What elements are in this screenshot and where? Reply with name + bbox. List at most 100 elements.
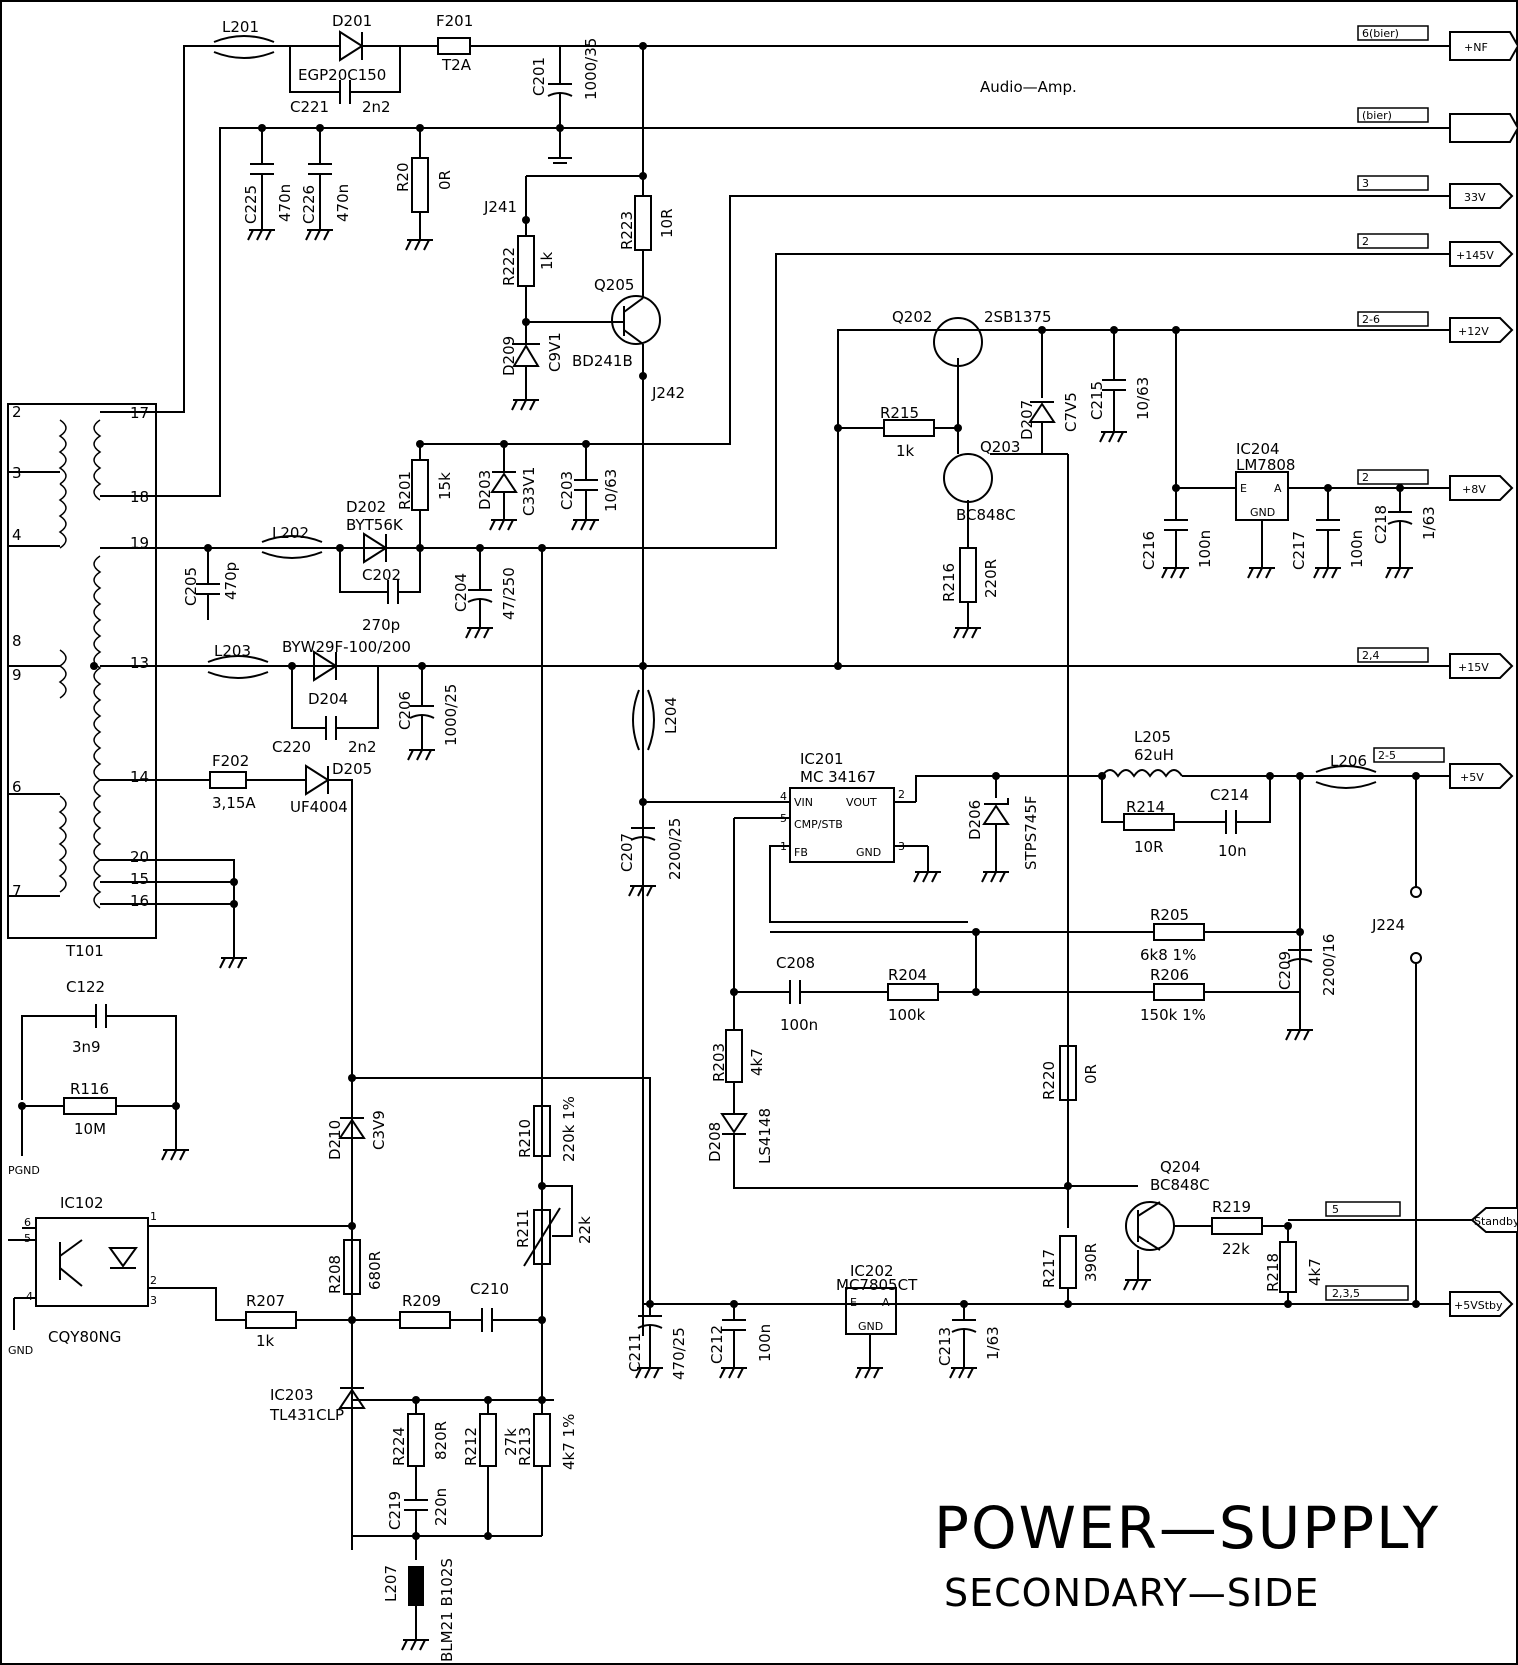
value-label: EGP20C150 — [298, 66, 386, 84]
ref-label: C206 — [396, 691, 414, 730]
bus-label: 2,4 — [1362, 649, 1380, 662]
bus-label: 5 — [1332, 1203, 1339, 1216]
ref-label: R216 — [940, 563, 958, 602]
output-nf — [1357, 25, 1518, 61]
output-label: +15V — [1458, 661, 1489, 674]
value-label: 100n — [1196, 530, 1214, 568]
ref-label: R201 — [396, 471, 414, 510]
pin-label: E — [1240, 482, 1247, 495]
value-label: 2n2 — [362, 98, 391, 116]
ref-label: R219 — [1212, 1198, 1251, 1216]
regulator-12v — [834, 317, 1392, 1180]
ref-label: R204 — [888, 966, 927, 984]
pin-label: 6 — [12, 778, 22, 796]
pin-label: VIN — [794, 796, 813, 809]
value-label: CQY80NG — [48, 1328, 121, 1346]
ref-label: D209 — [500, 336, 518, 376]
value-label: MC7805CT — [836, 1276, 918, 1294]
bus-label: 2,3,5 — [1332, 1287, 1360, 1300]
value-label: T2A — [441, 56, 472, 74]
standby-section — [643, 1045, 1456, 1308]
bus-label: 2 — [1362, 471, 1369, 484]
value-label: 47/250 — [500, 567, 518, 620]
value-label: 470p — [222, 562, 240, 600]
gnd-label: GND — [8, 1344, 33, 1357]
ref-label: C220 — [272, 738, 311, 756]
pin-label: 1 — [150, 1210, 157, 1223]
ref-label: J224 — [1371, 916, 1405, 934]
ref-label: C213 — [936, 1327, 954, 1366]
value-label: BYT56K — [346, 516, 404, 534]
ref-label: L203 — [214, 642, 251, 660]
output-33v — [1357, 175, 1514, 209]
pin-label: GND — [1250, 506, 1275, 519]
rail-145v — [156, 253, 1392, 1330]
ref-label: R224 — [390, 1427, 408, 1466]
value-label: 2n2 — [348, 738, 377, 756]
bus-label: 6(bier) — [1362, 27, 1399, 40]
ref-label: Q204 — [1160, 1158, 1200, 1176]
pin-label: 6 — [24, 1216, 31, 1229]
value-label: 100n — [756, 1324, 774, 1362]
rail-15v — [90, 650, 1392, 750]
value-label: 1000/25 — [442, 684, 460, 746]
ref-label: D201 — [332, 12, 372, 30]
value-label: 470n — [276, 184, 294, 222]
ground-symbol — [305, 229, 333, 241]
output-standby — [1325, 1201, 1518, 1233]
ref-label: D204 — [308, 690, 348, 708]
ref-label: R203 — [710, 1043, 728, 1082]
pin-label: 5 — [780, 812, 787, 825]
pin-label: 18 — [130, 488, 149, 506]
value-label: BD241B — [572, 352, 633, 370]
ground-symbols — [161, 229, 1413, 1651]
pin-label: A — [882, 1296, 890, 1309]
value-label: 3n9 — [72, 1038, 101, 1056]
ic201-section — [720, 765, 1422, 1304]
ref-label: IC102 — [60, 1194, 104, 1212]
value-label: 680R — [366, 1251, 384, 1290]
bus-label: 2-6 — [1362, 313, 1380, 326]
ref-label: C221 — [290, 98, 329, 116]
value-label: MC 34167 — [800, 768, 876, 786]
pin-label: 17 — [130, 404, 149, 422]
rail-2 — [156, 124, 1392, 497]
pin-label: 15 — [130, 870, 149, 888]
page-title: POWER—SUPPLY — [934, 1494, 1440, 1562]
output-8v — [1357, 469, 1514, 501]
output-5v — [1373, 747, 1514, 789]
value-label: 1/63 — [984, 1326, 1002, 1360]
output-5vstby — [1325, 1285, 1514, 1317]
ref-label: IC204 — [1236, 440, 1280, 458]
value-label: 22k — [576, 1216, 594, 1244]
output-label: +5VStby — [1454, 1299, 1503, 1312]
value-label: 470n — [334, 184, 352, 222]
pin-label: FB — [794, 846, 808, 859]
value-label: 6k8 1% — [1140, 946, 1196, 964]
value-label: 3,15A — [212, 794, 256, 812]
value-label: 22k — [1222, 1240, 1250, 1258]
value-label: 1/63 — [1420, 506, 1438, 540]
ref-label: R223 — [618, 211, 636, 250]
pin-label: 19 — [130, 534, 149, 552]
ref-label: Q202 — [892, 308, 932, 326]
output-label: 33V — [1464, 191, 1486, 204]
ground-symbol — [1313, 567, 1341, 579]
output-flags — [1325, 25, 1518, 1317]
pin-label: 5 — [24, 1232, 31, 1245]
value-label: 820R — [432, 1421, 450, 1460]
value-label: 62uH — [1134, 746, 1174, 764]
value-label: BC848C — [956, 506, 1016, 524]
ref-label: D210 — [326, 1120, 344, 1160]
ref-label: C209 — [1276, 951, 1294, 990]
pin-label: VOUT — [846, 796, 877, 809]
ground-symbol — [855, 1367, 883, 1379]
value-label: 2SB1375 — [984, 308, 1052, 326]
value-label: 390R — [1082, 1243, 1100, 1282]
ref-label: L206 — [1330, 752, 1367, 770]
output-12v — [1357, 311, 1514, 343]
ref-label: Q203 — [980, 438, 1020, 456]
ref-label: L205 — [1134, 728, 1171, 746]
value-label: 10M — [74, 1120, 106, 1138]
